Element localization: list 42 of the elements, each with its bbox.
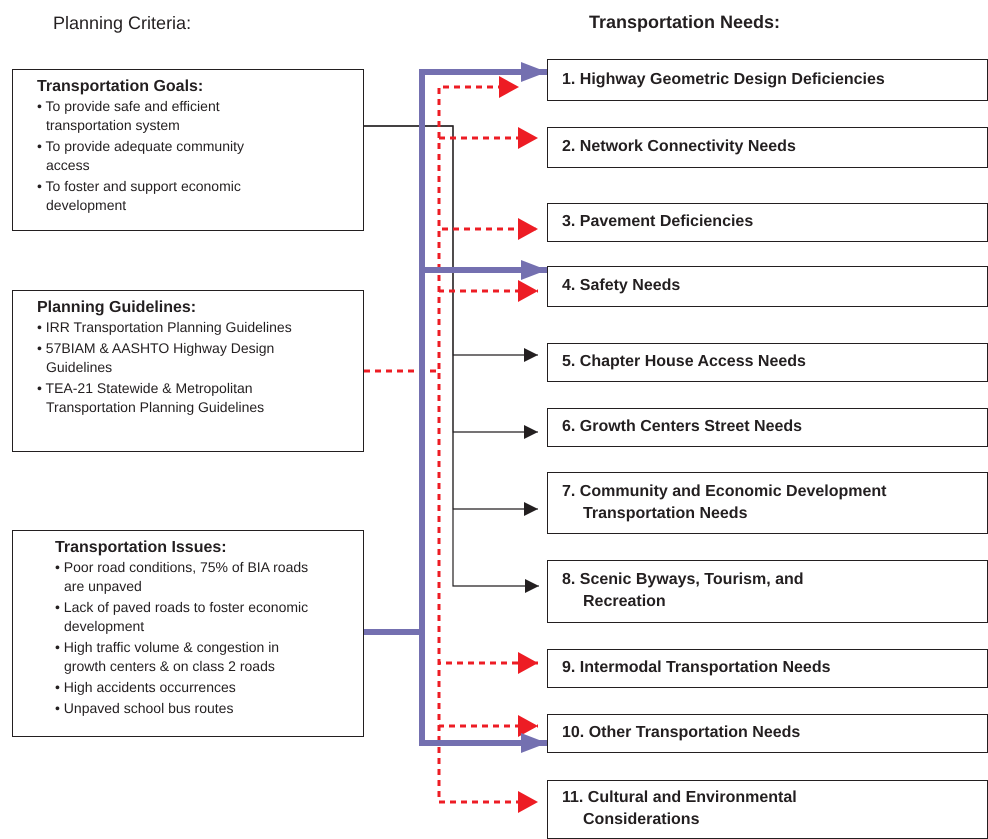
diagram-title: Transportation Needs:: [589, 12, 780, 33]
need-label: 10. Other Transportation Needs: [562, 723, 800, 743]
need-label: 11. Cultural and Environmental Considerations: [562, 788, 798, 830]
need-label: 8. Scenic Byways, Tourism, and Recreation: [562, 570, 805, 612]
need-label: 1. Highway Geometric Design Deficiencies: [562, 70, 885, 90]
criteria-box: [12, 530, 364, 737]
need-label: 6. Growth Centers Street Needs: [562, 417, 802, 437]
box-heading: Planning Guidelines:: [37, 299, 196, 317]
bullet-text: • To foster and support economic development: [37, 177, 242, 215]
bullet-text: • Unpaved school bus routes: [55, 699, 234, 718]
need-label: 7. Community and Economic Development Transportation Needs: [562, 482, 888, 524]
bullet-text: • Poor road conditions, 75% of BIA roads are unpaved: [55, 558, 310, 596]
bullet-text: • Lack of paved roads to foster economic development: [55, 598, 310, 636]
bullet-text: • TEA-21 Statewide & Metropolitan Transportation Planning Guidelines: [37, 379, 266, 417]
need-label: 9. Intermodal Transportation Needs: [562, 658, 830, 678]
bullet-text: • IRR Transportation Planning Guidelines: [37, 318, 293, 337]
bullet-text: • To provide safe and efficient transportation system: [37, 97, 221, 135]
bullet-text: • High accidents occurrences: [55, 678, 237, 697]
bullet-text: • To provide adequate community access: [37, 137, 245, 175]
need-box: [547, 714, 988, 753]
need-label: 2. Network Connectivity Needs: [562, 137, 796, 157]
criteria-box: [12, 69, 364, 231]
need-box: [547, 408, 988, 447]
need-box: [547, 203, 988, 242]
need-box: [547, 343, 988, 382]
need-box: [547, 780, 988, 839]
need-box: [547, 59, 988, 101]
need-box: [547, 472, 988, 534]
need-label: 3. Pavement Deficiencies: [562, 212, 754, 232]
need-label: 5. Chapter House Access Needs: [562, 352, 806, 372]
need-box: [547, 560, 988, 623]
need-label: 4. Safety Needs: [562, 276, 680, 296]
arrow: [364, 125, 539, 593]
need-box: [547, 127, 988, 168]
need-box: [547, 266, 988, 307]
box-heading: Transportation Goals:: [37, 78, 204, 96]
need-box: [547, 649, 988, 688]
bullet-text: • High traffic volume & congestion in growth centers & on class 2 roads: [55, 638, 280, 676]
section-label: Planning Criteria:: [53, 13, 192, 34]
bullet-text: • 57BIAM & AASHTO Highway Design Guidelines: [37, 339, 276, 377]
criteria-box: [12, 290, 364, 452]
box-heading: Transportation Issues:: [55, 539, 227, 557]
